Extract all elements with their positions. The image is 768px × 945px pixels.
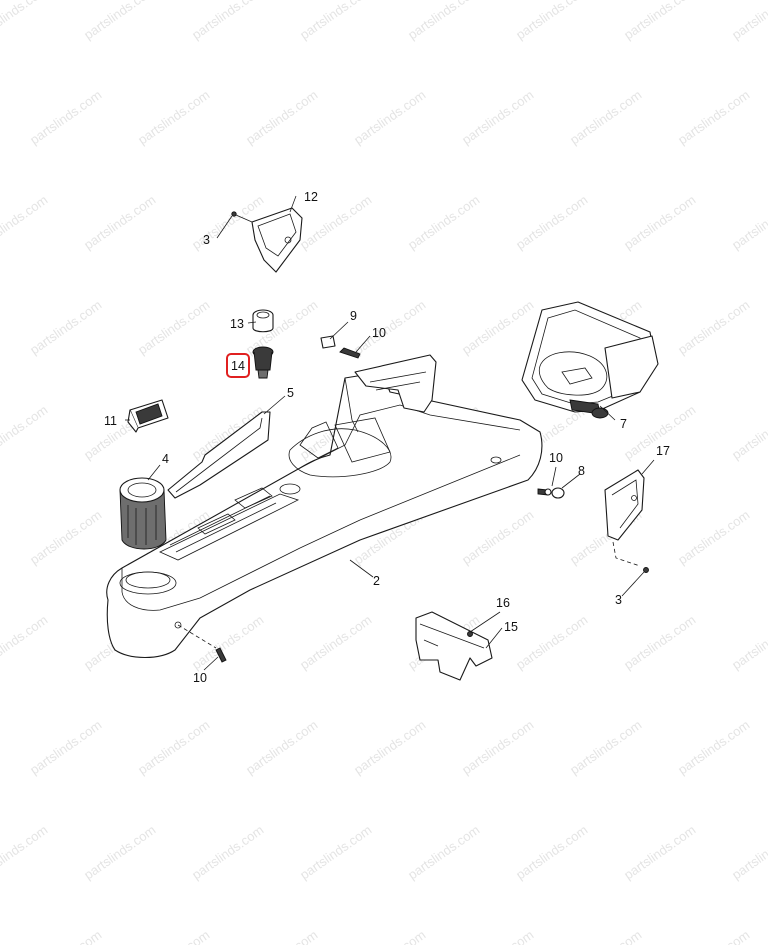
watermark-text: partslinds.com — [513, 822, 590, 882]
watermark-text: partslinds.com — [351, 297, 428, 357]
watermark-text: partslinds.com — [459, 717, 536, 777]
watermark-text: partslinds.com — [27, 87, 104, 147]
callout-10-right[interactable]: 10 — [549, 451, 563, 465]
callout-2[interactable]: 2 — [373, 574, 380, 588]
watermark-text: partslinds.com — [567, 927, 644, 945]
watermark-text: partslinds.com — [243, 717, 320, 777]
callout-9[interactable]: 9 — [350, 309, 357, 323]
watermark-text: partslinds.com — [27, 297, 104, 357]
fastener-9-clip[interactable] — [320, 335, 336, 349]
watermark-text: partslinds.com — [513, 0, 590, 42]
watermark-text: partslinds.com — [189, 822, 266, 882]
watermark-text: partslinds.com — [729, 0, 768, 42]
watermark-text: partslinds.com — [459, 927, 536, 945]
watermark-text: partslinds.com — [135, 717, 212, 777]
watermark-text: partslinds.com — [405, 822, 482, 882]
watermark-text: partslinds.com — [621, 192, 698, 252]
watermark-text: partslinds.com — [81, 0, 158, 42]
callout-3-lower[interactable]: 3 — [615, 593, 622, 607]
watermark-text: partslinds.com — [567, 717, 644, 777]
watermark-text: partslinds.com — [189, 0, 266, 42]
watermark-text: partslinds.com — [513, 612, 590, 672]
watermark-text: partslinds.com — [297, 822, 374, 882]
watermark-text: partslinds.com — [459, 297, 536, 357]
fastener-10-screw-right[interactable] — [537, 488, 552, 496]
watermark-text: partslinds.com — [189, 612, 266, 672]
watermark-text: partslinds.com — [0, 0, 50, 42]
watermark-text: partslinds.com — [81, 822, 158, 882]
watermark-text: partslinds.com — [0, 822, 50, 882]
highlight-box-14 — [226, 353, 250, 378]
callout-8[interactable]: 8 — [578, 464, 585, 478]
watermark-text: partslinds.com — [297, 612, 374, 672]
part-2-console-body[interactable] — [106, 354, 543, 658]
leader-lines — [125, 195, 655, 671]
watermark-text: partslinds.com — [621, 0, 698, 42]
callout-4[interactable]: 4 — [162, 452, 169, 466]
watermark-text: partslinds.com — [0, 402, 50, 462]
watermark-text: partslinds.com — [351, 717, 428, 777]
part-15-bracket[interactable] — [415, 611, 493, 681]
callout-16[interactable]: 16 — [496, 596, 510, 610]
watermark-text: partslinds.com — [729, 822, 768, 882]
watermark-text: partslinds.com — [459, 507, 536, 567]
part-7-storage-tray[interactable] — [521, 301, 659, 419]
watermark-text: partslinds.com — [0, 192, 50, 252]
callout-10-lower[interactable]: 10 — [193, 671, 207, 685]
watermark-text: partslinds.com — [27, 507, 104, 567]
part-5-console-cover[interactable] — [167, 411, 271, 499]
watermark-text: partslinds.com — [675, 717, 752, 777]
watermark-text: partslinds.com — [675, 507, 752, 567]
callout-11[interactable]: 11 — [104, 414, 117, 428]
watermark-text: partslinds.com — [243, 927, 320, 945]
watermark-text: partslinds.com — [81, 192, 158, 252]
fastener-8-grommet[interactable] — [551, 487, 565, 499]
callouts: 12 3 13 9 10 14 5 11 4 7 10 8 17 2 3 16 … — [104, 190, 670, 685]
part-11-switch[interactable] — [127, 399, 169, 433]
part-12-trim-panel[interactable] — [231, 207, 303, 273]
watermark-text: partslinds.com — [27, 717, 104, 777]
watermark-text: partslinds.com — [513, 192, 590, 252]
fastener-10-screw-upper[interactable] — [339, 347, 361, 359]
callout-7[interactable]: 7 — [620, 417, 627, 431]
watermark-text: partslinds.com — [297, 0, 374, 42]
watermark-text: partslinds.com — [729, 402, 768, 462]
watermark-text: partslinds.com — [675, 927, 752, 945]
watermark-text: partslinds.com — [729, 192, 768, 252]
watermark-text: partslinds.com — [621, 612, 698, 672]
callout-13[interactable]: 13 — [230, 317, 244, 331]
watermark-text: partslinds.com — [27, 927, 104, 945]
watermark-text: partslinds.com — [675, 87, 752, 147]
watermark-text: partslinds.com — [135, 87, 212, 147]
watermark-text: partslinds.com — [0, 612, 50, 672]
callout-12[interactable]: 12 — [304, 190, 318, 204]
watermark-text: partslinds.com — [135, 297, 212, 357]
part-17-side-trim[interactable] — [604, 469, 649, 573]
part-13-socket[interactable] — [252, 309, 274, 333]
watermark-text: partslinds.com — [135, 927, 212, 945]
watermark-text: partslinds.com — [729, 612, 768, 672]
watermark-text: partslinds.com — [459, 87, 536, 147]
watermark-text: partslinds.com — [567, 87, 644, 147]
callout-17[interactable]: 17 — [656, 444, 670, 458]
watermark-text: partslinds.com — [621, 822, 698, 882]
callout-14[interactable]: 14 — [231, 359, 245, 373]
watermark-text: partslinds.com — [243, 87, 320, 147]
watermark-text: partslinds.com — [351, 87, 428, 147]
callout-5[interactable]: 5 — [287, 386, 294, 400]
watermark-text: partslinds.com — [675, 297, 752, 357]
watermark-text: partslinds.com — [405, 192, 482, 252]
callout-15[interactable]: 15 — [504, 620, 518, 634]
watermark-text: partslinds.com — [405, 0, 482, 42]
callout-10-upper[interactable]: 10 — [372, 326, 386, 340]
part-14-lighter-socket[interactable] — [252, 346, 274, 379]
fastener-10-screw-lower[interactable] — [215, 647, 227, 663]
callout-3-upper[interactable]: 3 — [203, 233, 210, 247]
watermark-text: partslinds.com — [351, 927, 428, 945]
part-4-cup-holder[interactable] — [119, 477, 167, 550]
